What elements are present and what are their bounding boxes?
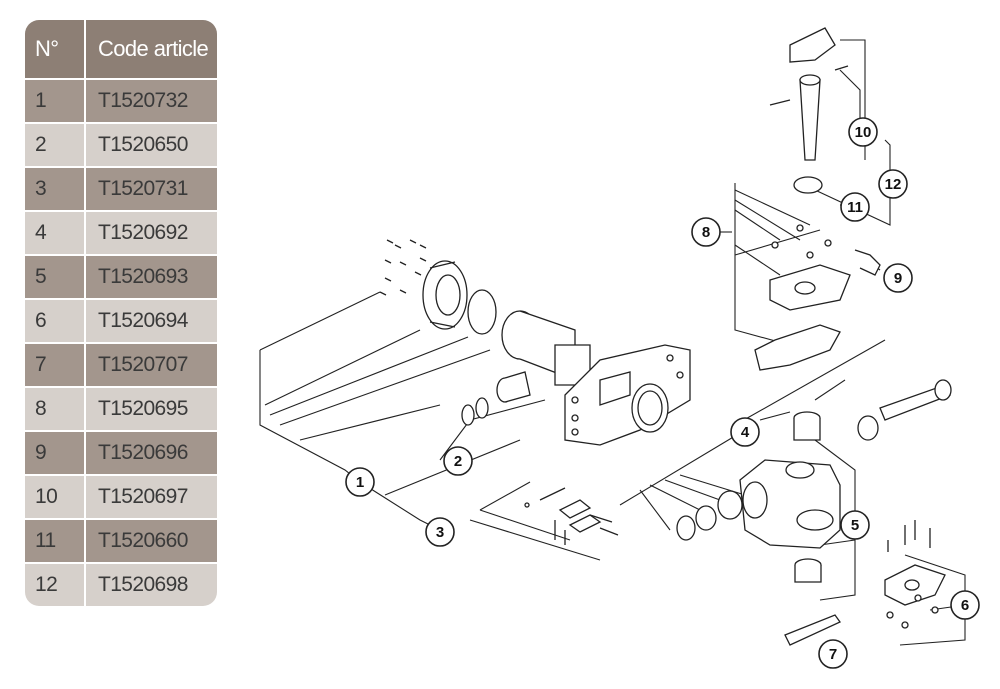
callout-4: 4 (730, 417, 760, 447)
callout-label: 8 (702, 224, 710, 241)
row-code: T1520694 (98, 309, 188, 332)
table-row: 6 T1520694 (25, 298, 217, 342)
link-bar-icon (784, 614, 841, 646)
table-row: 10 T1520697 (25, 474, 217, 518)
callout-label: 12 (885, 176, 902, 193)
bottom-plate-icon (884, 520, 946, 629)
row-num: 7 (25, 344, 86, 386)
flange-plate-icon (422, 260, 468, 330)
row-num: 3 (25, 168, 86, 210)
leader-lines-right (720, 39, 966, 646)
callout-2: 2 (443, 446, 473, 476)
main-bracket-icon (564, 344, 691, 446)
row-num: 12 (25, 564, 86, 606)
mounting-plate-icon (754, 224, 851, 371)
yoke-icon (739, 459, 841, 549)
ring-icon (695, 505, 717, 531)
washer-icon (467, 289, 497, 335)
row-code: T1520695 (98, 397, 188, 420)
row-num: 1 (25, 80, 86, 122)
callout-label: 4 (741, 424, 750, 441)
row-num: 10 (25, 476, 86, 518)
row-code: T1520660 (98, 529, 188, 552)
shaft-icon (857, 379, 952, 441)
table-row: 12 T1520698 (25, 562, 217, 606)
o-ring-icon (475, 397, 489, 419)
callout-8: 8 (691, 217, 721, 247)
callout-label: 7 (829, 646, 837, 663)
row-num: 2 (25, 124, 86, 166)
ring-icon (717, 490, 743, 520)
callout-7: 7 (818, 639, 848, 669)
table-row: 2 T1520650 (25, 122, 217, 166)
row-code: T1520697 (98, 485, 188, 508)
table-row: 7 T1520707 (25, 342, 217, 386)
table-row: 3 T1520731 (25, 166, 217, 210)
pivot-pin-icon (769, 27, 849, 161)
callout-1: 1 (345, 467, 375, 497)
gear-ring-icon (676, 515, 696, 541)
pin-set-icon (524, 487, 619, 545)
row-num: 8 (25, 388, 86, 430)
callout-10: 10 (848, 117, 878, 147)
header-num: N° (25, 20, 86, 78)
row-code: T1520696 (98, 441, 188, 464)
row-code: T1520732 (98, 89, 188, 112)
callout-label: 5 (851, 517, 859, 534)
callout-11: 11 (840, 192, 870, 222)
bushing-top-icon (793, 411, 821, 441)
table-row: 4 T1520692 (25, 210, 217, 254)
row-num: 6 (25, 300, 86, 342)
row-code: T1520650 (98, 133, 188, 156)
table-row: 5 T1520693 (25, 254, 217, 298)
callout-label: 6 (961, 597, 969, 614)
table-row: 9 T1520696 (25, 430, 217, 474)
table-row: 1 T1520732 (25, 78, 217, 122)
callout-label: 3 (436, 524, 444, 541)
callout-12: 12 (878, 169, 908, 199)
table-row: 8 T1520695 (25, 386, 217, 430)
table-header-row: N° Code article (25, 20, 217, 78)
table-row: 11 T1520660 (25, 518, 217, 562)
callout-label: 2 (454, 453, 462, 470)
row-num: 4 (25, 212, 86, 254)
callout-label: 9 (894, 270, 902, 287)
callout-label: 10 (855, 124, 872, 141)
row-num: 11 (25, 520, 86, 562)
row-num: 5 (25, 256, 86, 298)
nut-icon (793, 176, 823, 194)
row-code: T1520692 (98, 221, 188, 244)
row-code: T1520693 (98, 265, 188, 288)
callout-5: 5 (840, 510, 870, 540)
row-num: 9 (25, 432, 86, 474)
o-ring-icon (461, 404, 475, 426)
bushing-icon (496, 371, 531, 403)
cylinder-housing-icon (501, 310, 591, 386)
leader-lines-center (619, 339, 886, 601)
callout-3: 3 (425, 517, 455, 547)
clip-icon (854, 249, 881, 276)
row-code: T1520698 (98, 573, 188, 596)
row-code: T1520731 (98, 177, 188, 200)
bushing-bottom-icon (794, 558, 822, 583)
bolt-set-icon (379, 239, 427, 296)
callout-label: 11 (847, 199, 863, 216)
header-code: Code article (98, 36, 209, 61)
callout-9: 9 (883, 263, 913, 293)
row-code: T1520707 (98, 353, 188, 376)
callout-6: 6 (950, 590, 980, 620)
callout-label: 1 (356, 474, 364, 491)
